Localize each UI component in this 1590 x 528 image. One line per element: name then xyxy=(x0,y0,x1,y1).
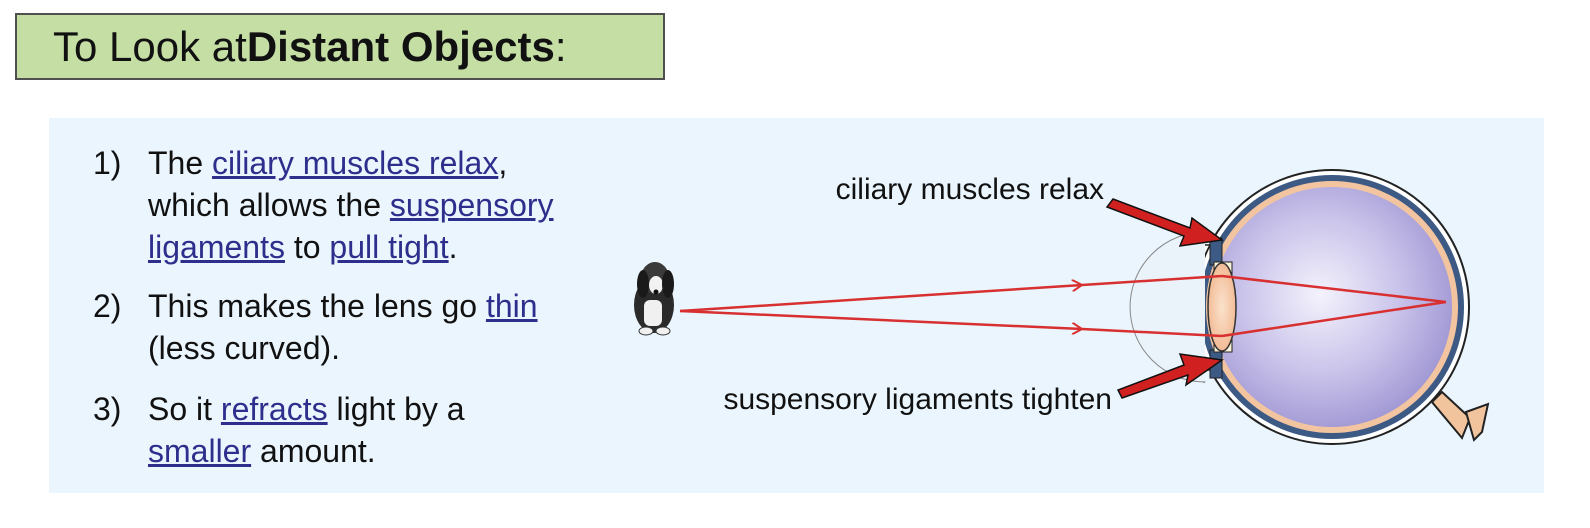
title-banner: To Look at Distant Objects: xyxy=(15,13,665,80)
step-line: So it refracts light by a xyxy=(148,388,465,430)
link-ligaments[interactable]: ligaments xyxy=(148,229,285,265)
step-line: ligaments to pull tight. xyxy=(148,226,554,268)
text: This makes the lens go xyxy=(148,288,486,324)
link-suspensory[interactable]: suspensory xyxy=(389,187,554,223)
title-bold: Distant Objects xyxy=(246,22,555,70)
text: (less curved). xyxy=(148,330,341,366)
arrow-ciliary xyxy=(1105,198,1224,247)
text: amount. xyxy=(251,433,376,469)
step-text: The ciliary muscles relax, which allows … xyxy=(148,142,554,268)
step-text: This makes the lens go thin (less curved… xyxy=(148,285,538,369)
step-number: 1) xyxy=(93,145,122,181)
text: which allows the xyxy=(148,187,390,223)
text: So it xyxy=(148,391,221,427)
title-suffix: : xyxy=(554,22,567,70)
title-prefix: To Look at xyxy=(53,22,247,70)
dog-icon xyxy=(634,262,674,336)
step-line: This makes the lens go thin xyxy=(148,285,538,327)
step-line: The ciliary muscles relax, xyxy=(148,142,554,184)
step-line: (less curved). xyxy=(148,327,538,369)
step-line: smaller amount. xyxy=(148,430,465,472)
label-suspensory-ligaments-tighten: suspensory ligaments tighten xyxy=(723,383,1112,416)
link-ciliary-muscles-relax[interactable]: ciliary muscles relax xyxy=(212,145,499,181)
step-text: So it refracts light by a smaller amount… xyxy=(148,388,465,472)
text: light by a xyxy=(327,391,465,427)
arrow-suspensory xyxy=(1116,353,1224,399)
link-thin[interactable]: thin xyxy=(485,288,538,324)
eyeball xyxy=(1129,169,1490,445)
text: The xyxy=(148,145,213,181)
label-ciliary-muscles-relax: ciliary muscles relax xyxy=(836,173,1104,206)
ray-lower xyxy=(679,309,1082,329)
text: , xyxy=(498,145,508,181)
step-line: which allows the suspensory xyxy=(148,184,554,226)
ray-lower xyxy=(1081,327,1223,338)
ray-lower xyxy=(1221,300,1447,338)
text: . xyxy=(448,229,458,265)
ray-upper xyxy=(679,285,1082,313)
ray-upper xyxy=(1081,274,1223,287)
text: to xyxy=(284,229,330,265)
link-smaller[interactable]: smaller xyxy=(148,433,252,469)
step-number: 3) xyxy=(93,391,122,427)
link-refracts[interactable]: refracts xyxy=(220,391,328,427)
light-rays xyxy=(679,274,1447,338)
link-pull-tight[interactable]: pull tight xyxy=(329,229,449,265)
step-number: 2) xyxy=(93,288,122,324)
ray-upper xyxy=(1221,274,1447,304)
